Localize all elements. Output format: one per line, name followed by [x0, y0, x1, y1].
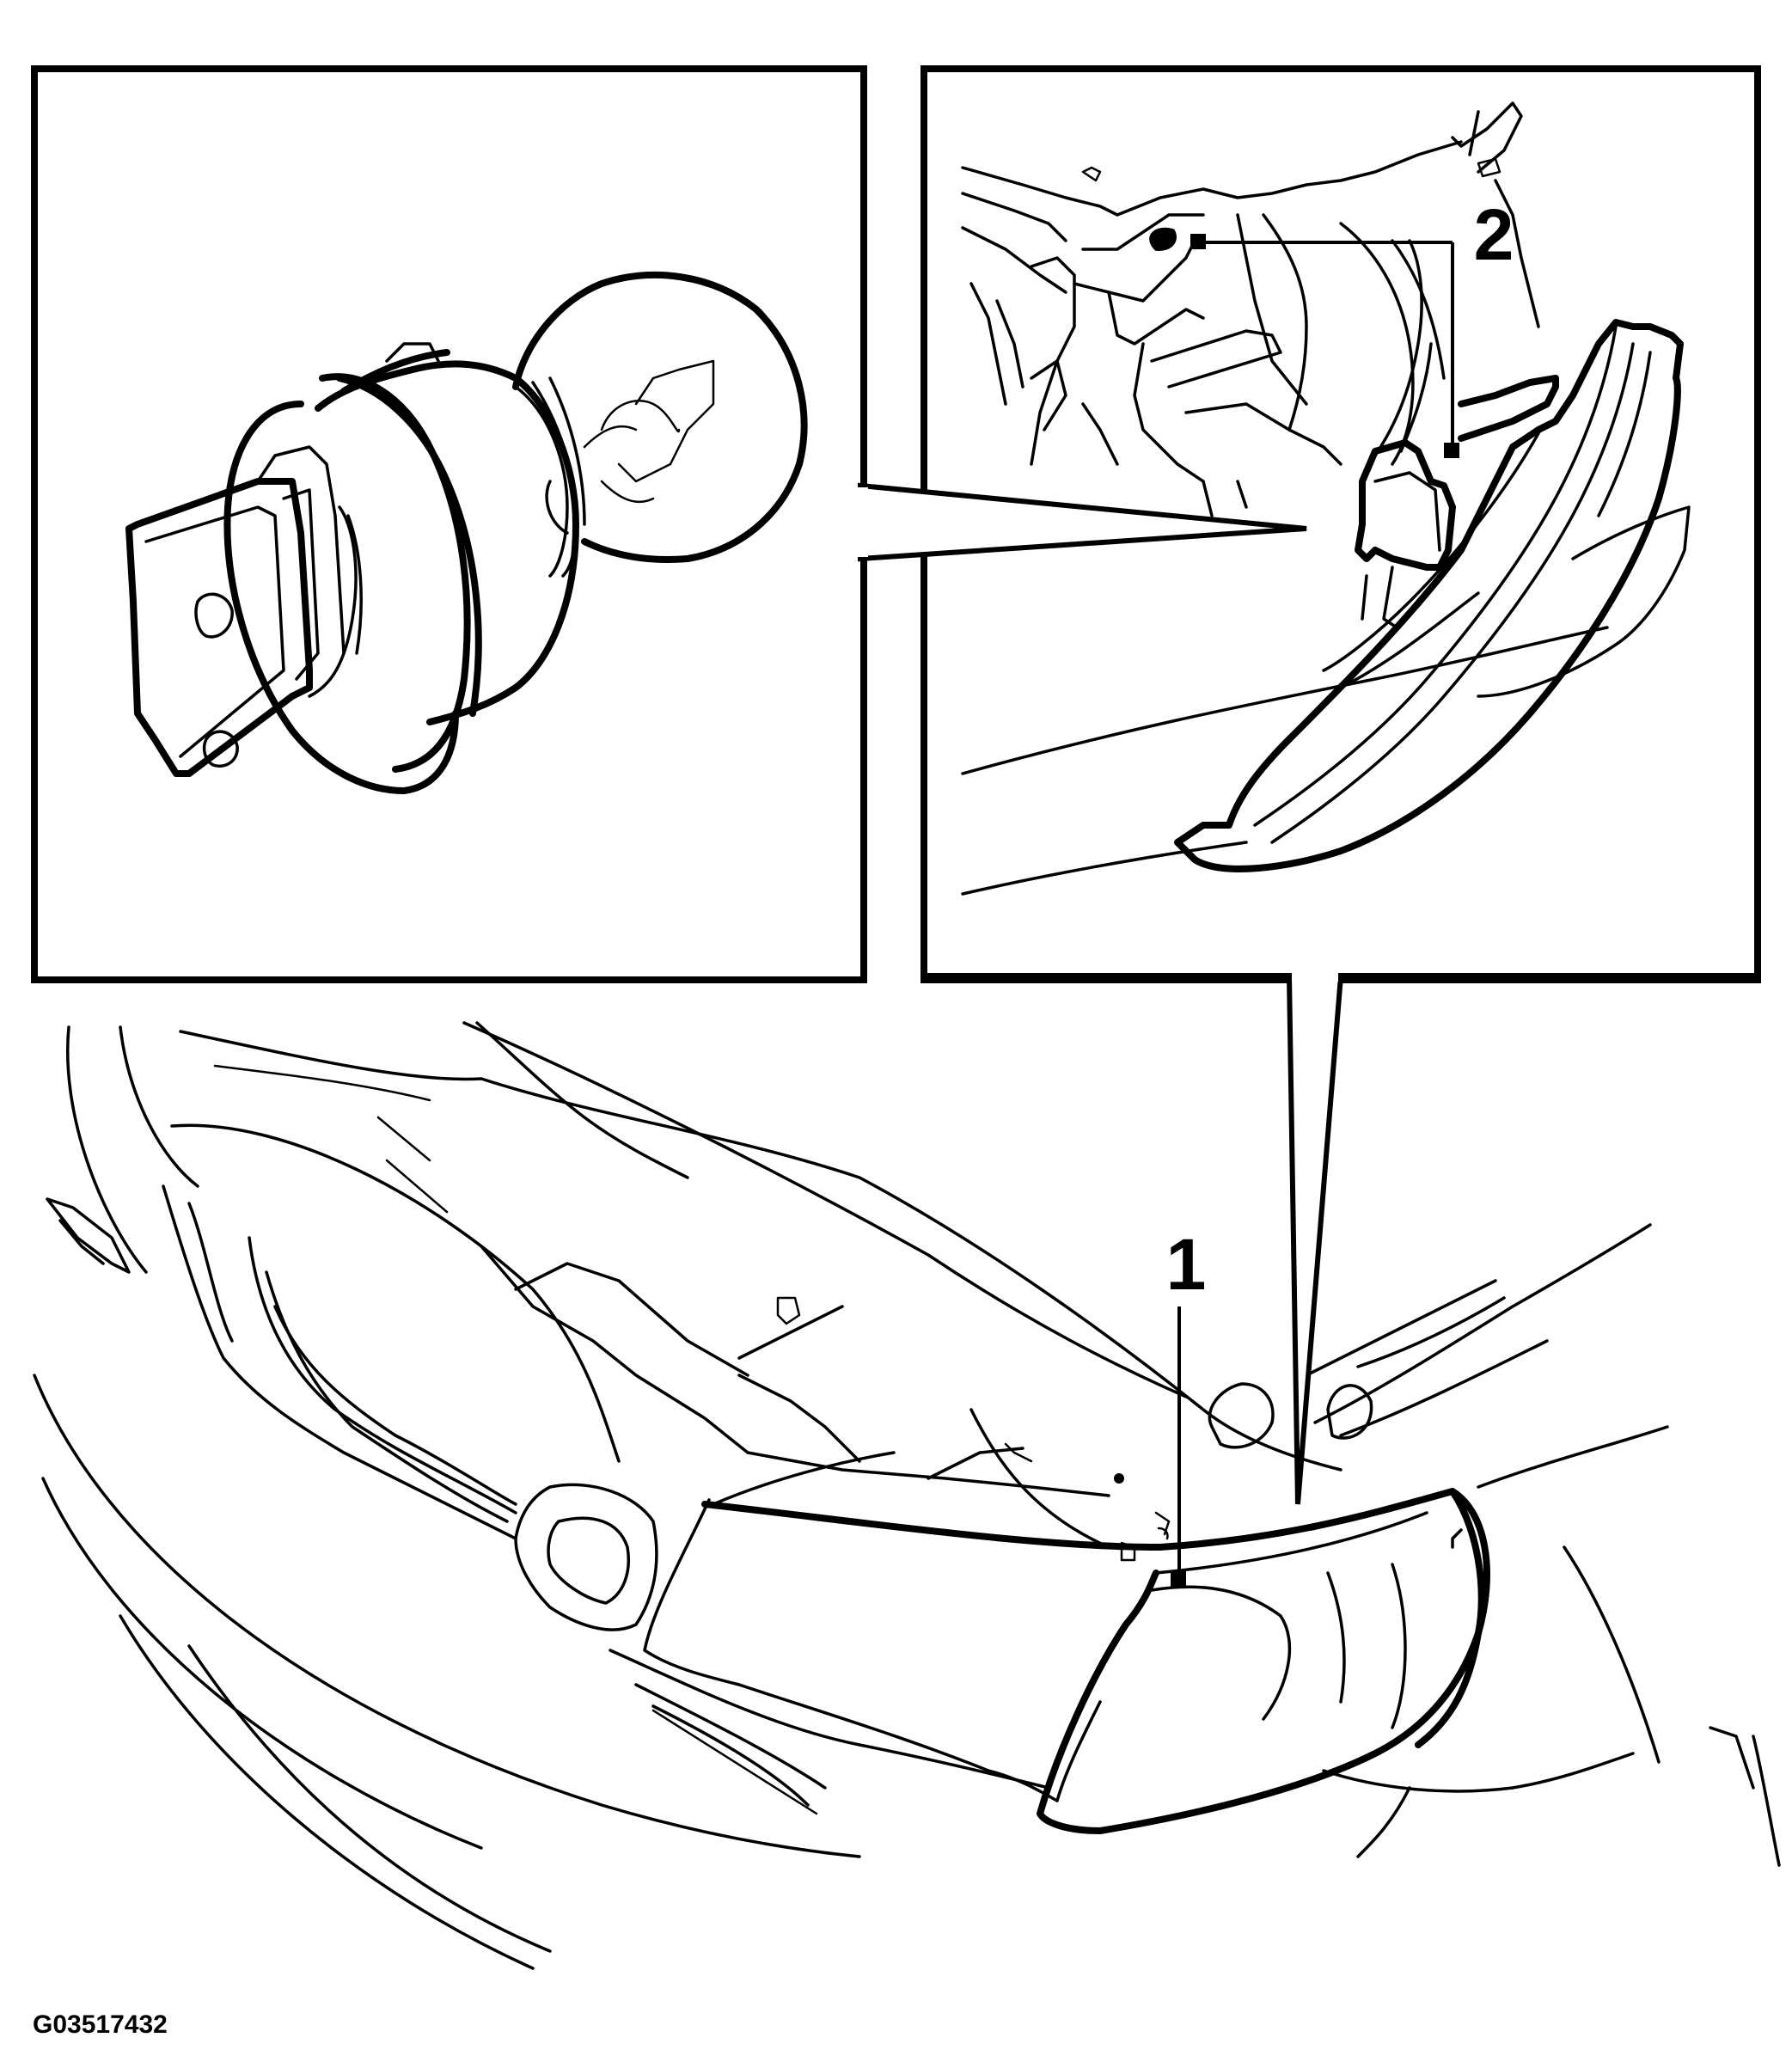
headlamp-detail-pointer — [924, 970, 1758, 1505]
headlamp-housing-icon — [961, 101, 1691, 896]
vehicle-front-view — [33, 1021, 1781, 1970]
bulb-detail-pointer — [856, 482, 1307, 562]
callout-label-1: 1 — [1166, 1224, 1207, 1305]
figure-id-label: G03517432 — [33, 2010, 168, 2039]
callout-label-2: 2 — [1474, 194, 1514, 275]
callout-1-leader — [1171, 1306, 1186, 1587]
bulb-socket-icon — [125, 272, 808, 794]
left-detail-frame — [31, 65, 867, 983]
bulb-socket-detail-panel — [31, 65, 867, 983]
